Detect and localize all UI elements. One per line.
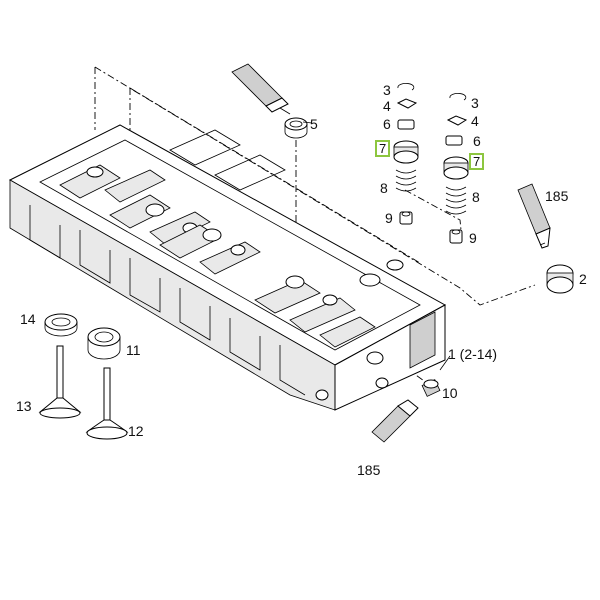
part-14-ring — [44, 313, 78, 337]
sealant-tube-top — [231, 63, 291, 115]
callout-2: 2 — [579, 271, 587, 287]
callout-1: 1 (2-14) — [448, 346, 498, 362]
callout-6a: 6 — [383, 116, 391, 132]
callout-9a: 9 — [385, 210, 393, 226]
callout-14: 14 — [20, 311, 36, 327]
callout-8b: 8 — [472, 189, 480, 205]
sealant-tube-right — [517, 183, 551, 249]
callout-7a: 7 — [375, 140, 391, 157]
part-2-plug — [546, 264, 574, 294]
callout-4b: 4 — [471, 113, 479, 129]
callout-4a: 4 — [383, 98, 391, 114]
callout-9b: 9 — [469, 230, 477, 246]
callout-13: 13 — [16, 398, 32, 414]
callout-5: 5 — [310, 116, 318, 132]
leader-lines — [302, 121, 546, 371]
callout-3b: 3 — [471, 95, 479, 111]
valve-stack-b — [443, 93, 469, 244]
callout-7b: 7 — [469, 153, 485, 170]
callout-10: 10 — [442, 385, 458, 401]
part-12-valve — [85, 367, 129, 440]
valve-stack-a — [393, 83, 419, 225]
callout-185-right: 185 — [545, 188, 569, 204]
callout-185-bottom: 185 — [357, 462, 381, 478]
callout-11: 11 — [126, 342, 141, 358]
callout-12: 12 — [128, 423, 144, 439]
callout-3a: 3 — [383, 82, 391, 98]
part-10-plug — [421, 379, 441, 397]
part-13-valve — [38, 345, 82, 419]
callout-6b: 6 — [473, 133, 481, 149]
part-5-seal — [284, 117, 308, 139]
rocker-assemblies — [59, 129, 404, 348]
sealant-tube-bottom — [371, 399, 419, 443]
callout-8a: 8 — [380, 180, 388, 196]
part-11-ring — [87, 327, 121, 360]
